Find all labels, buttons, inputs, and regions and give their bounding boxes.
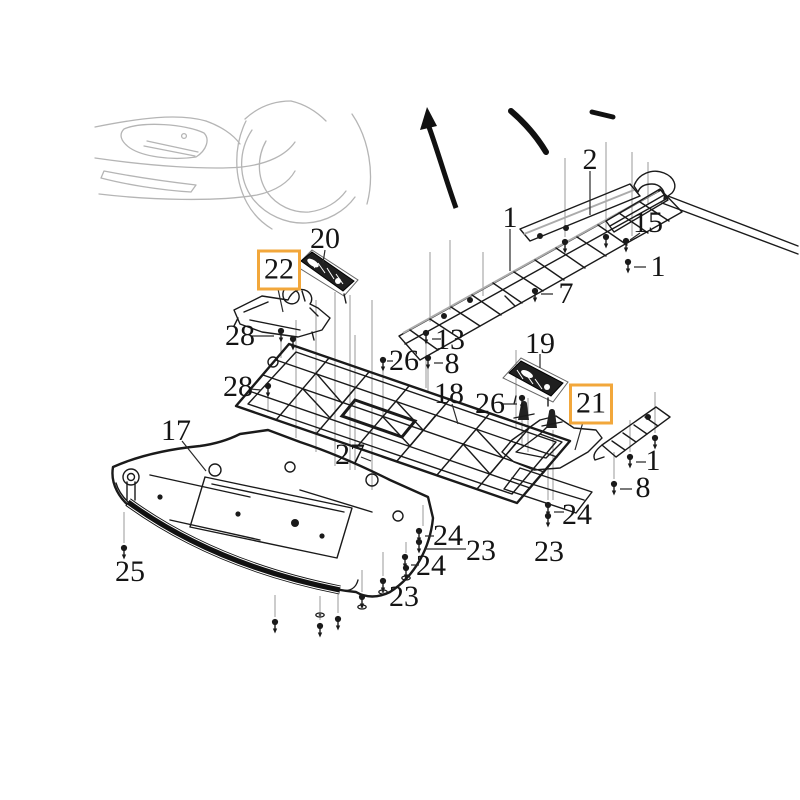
underbody-panel-part18	[234, 342, 593, 514]
part-callout-23-mid-a[interactable]: 23	[466, 534, 496, 567]
leader-lines-layer	[123, 142, 656, 620]
sill-section-right	[593, 406, 671, 461]
bracket-part22	[233, 285, 331, 341]
part-callout-24-mid-b[interactable]: 24	[416, 549, 446, 582]
part-callout-17[interactable]: 17	[161, 414, 191, 447]
part-callout-1-top[interactable]: 1	[502, 201, 518, 234]
part-callout-19[interactable]: 19	[525, 327, 555, 360]
mount-rail-part20	[295, 249, 359, 304]
part-callout-28-upper[interactable]: 28	[225, 319, 255, 352]
part-callout-23-right[interactable]: 23	[534, 535, 564, 568]
part-callout-22[interactable]: 22	[257, 249, 301, 291]
part-callout-26-right[interactable]: 26	[475, 387, 505, 420]
part-callout-18[interactable]: 18	[434, 377, 464, 410]
part-callout-26-left[interactable]: 26	[389, 344, 419, 377]
part-callout-8-middle[interactable]: 8	[444, 347, 460, 380]
part-callout-20[interactable]: 20	[310, 222, 340, 255]
part-callout-27[interactable]: 27	[335, 438, 365, 471]
part-callout-15[interactable]: 15	[633, 206, 663, 239]
part-callout-25[interactable]: 25	[115, 555, 145, 588]
label-leader-dashes	[181, 171, 646, 566]
sill-strip-part2	[519, 183, 641, 242]
part-callout-2-top[interactable]: 2	[582, 143, 598, 176]
part-callout-24-mid-a[interactable]: 24	[433, 519, 463, 552]
part-callout-8-right[interactable]: 8	[635, 471, 651, 504]
part-callout-28-lower[interactable]: 28	[223, 370, 253, 403]
part-callout-24-right[interactable]: 24	[562, 498, 592, 531]
sill-end-part15	[605, 170, 799, 255]
vehicle-front-sketch	[94, 100, 372, 230]
part-callout-7[interactable]: 7	[558, 277, 574, 310]
part-callout-1-right[interactable]: 1	[645, 444, 661, 477]
part-callout-13[interactable]: 13	[435, 323, 465, 356]
part-callout-23-mid-b[interactable]: 23	[389, 580, 419, 613]
direction-arrow-marks	[420, 107, 616, 209]
part-callout-21[interactable]: 21	[569, 383, 613, 425]
part-callout-1-upper-right[interactable]: 1	[650, 250, 666, 283]
engine-shield-part17	[111, 428, 435, 598]
mount-rail-part19	[502, 357, 569, 407]
